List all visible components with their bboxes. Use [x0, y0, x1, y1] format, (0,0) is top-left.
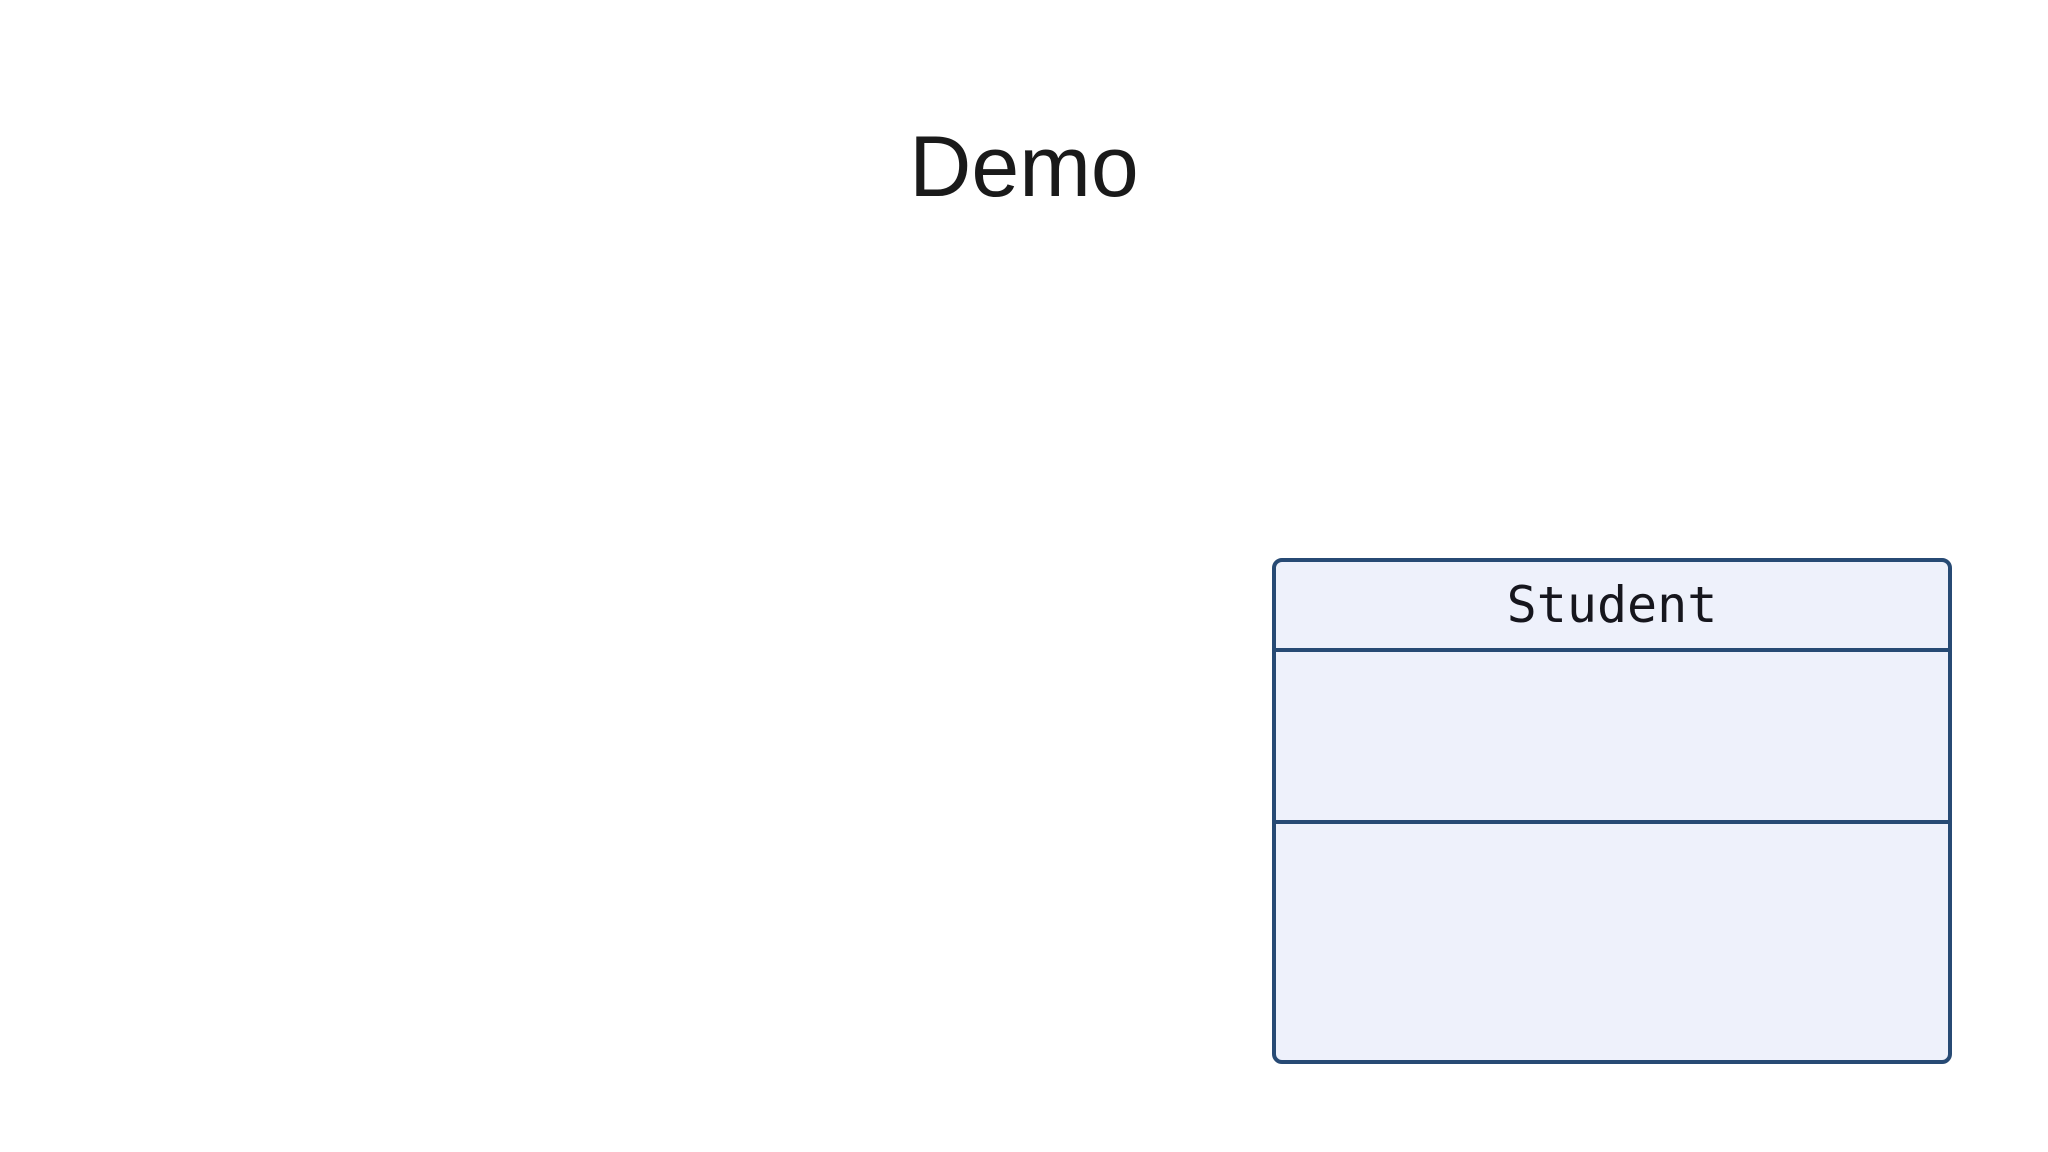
uml-class-name-compartment: Student	[1276, 562, 1948, 652]
diagram-title: Demo	[909, 119, 1139, 215]
uml-class-student[interactable]: Student	[1272, 558, 1952, 1064]
uml-class-methods-compartment	[1276, 824, 1948, 1060]
uml-class-attributes-compartment	[1276, 652, 1948, 824]
